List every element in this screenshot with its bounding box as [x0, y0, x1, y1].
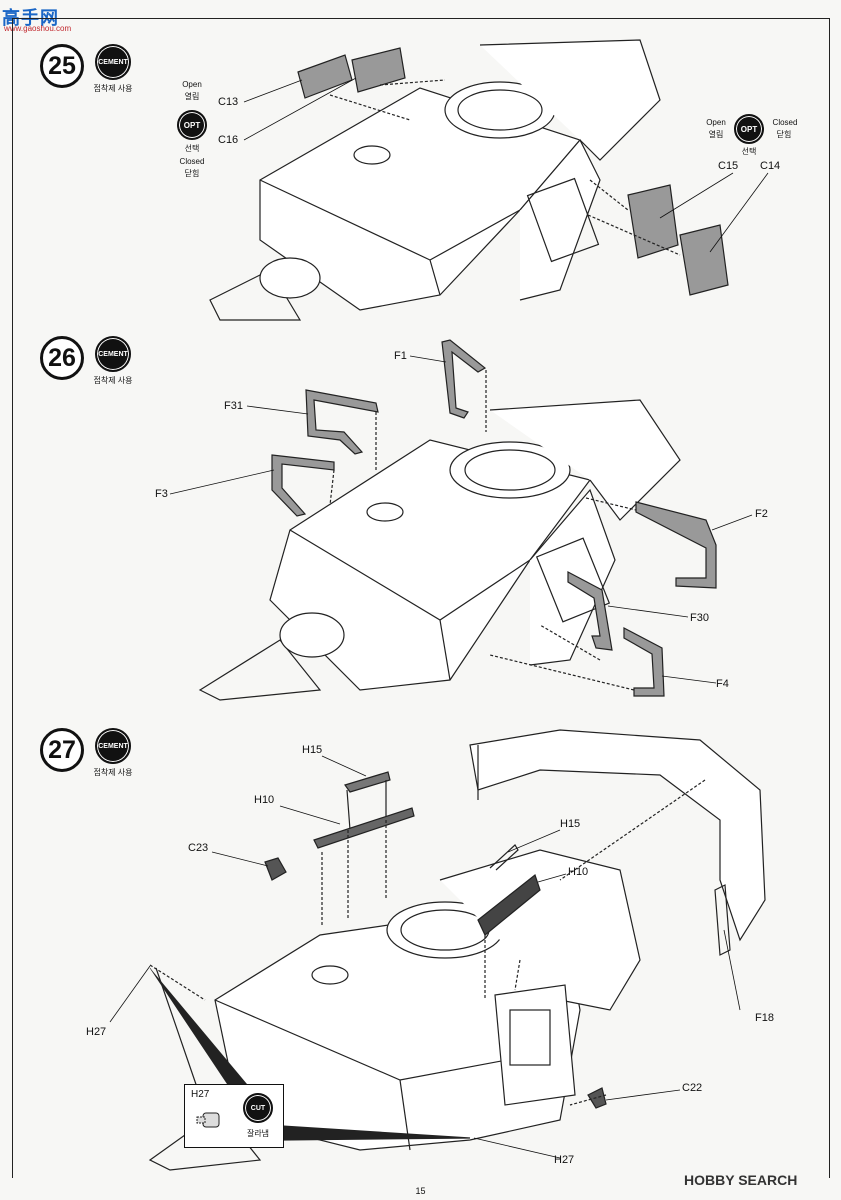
step-25-cement-caption: 접착제 사용 [93, 84, 133, 93]
step-26-cement-badge: CEMENT [95, 336, 131, 372]
step-27-drawing [148, 729, 766, 1171]
cut-caption: 잘라냄 [246, 1129, 270, 1138]
h27-part-icon [196, 1112, 220, 1128]
part-label-h15-a: H15 [302, 744, 323, 756]
step-25-number: 25 [40, 44, 84, 88]
frame-top [12, 18, 830, 19]
part-label-c14: C14 [760, 160, 781, 172]
frame-left [12, 18, 13, 1178]
part-label-h15-b: H15 [560, 818, 581, 830]
part-label-h27-a: H27 [86, 1026, 107, 1038]
step-25-opt-left-open-en: Open [182, 80, 202, 89]
part-label-c15: C15 [718, 160, 739, 172]
step-25-opt-right-closed-en: Closed [772, 118, 798, 127]
part-label-c16: C16 [218, 134, 239, 146]
step-25-opt-right-open-en: Open [706, 118, 726, 127]
site-url: www.gaoshou.com [4, 24, 72, 33]
part-label-h27-b: H27 [554, 1154, 575, 1166]
frame-right [829, 18, 830, 1178]
step-25-opt-left-badge: OPT [177, 110, 207, 140]
part-label-c22: C22 [682, 1082, 703, 1094]
step-27-number: 27 [40, 728, 84, 772]
step-25-cement-badge: CEMENT [95, 44, 131, 80]
page-number: 15 [415, 1186, 426, 1196]
step-25-opt-right-choice: 선택 [741, 147, 757, 156]
step-26-cement-caption: 접착제 사용 [93, 376, 133, 385]
step-25-opt-right-closed-ko: 닫힘 [776, 130, 792, 139]
part-label-f1: F1 [394, 350, 407, 362]
step-26-number: 26 [40, 336, 84, 380]
step-27-cement-badge: CEMENT [95, 728, 131, 764]
step-27-cement-caption: 접착제 사용 [93, 768, 133, 777]
watermark: HOBBY SEARCH [684, 1172, 798, 1188]
part-label-f31: F31 [224, 400, 243, 412]
step-25-opt-right-open-ko: 열림 [708, 130, 724, 139]
part-label-h10-b: H10 [568, 866, 589, 878]
leader-lines [109, 77, 769, 1159]
part-label-h10-a: H10 [254, 794, 275, 806]
part-label-f3: F3 [155, 488, 168, 500]
step-26-drawing [198, 339, 717, 701]
step-25-opt-left-closed-ko: 닫힘 [184, 169, 200, 178]
step-25-opt-right-badge: OPT [734, 114, 764, 144]
cut-callout-box: H27 CUT 잘라냄 [184, 1084, 284, 1148]
step-25-drawing [209, 39, 729, 321]
part-label-f4: F4 [716, 678, 729, 690]
cut-badge: CUT [243, 1093, 273, 1123]
part-label-c23: C23 [188, 842, 209, 854]
step-25-opt-left-open-ko: 열림 [184, 92, 200, 101]
part-label-f2: F2 [755, 508, 768, 520]
step-25-opt-left-choice: 선택 [184, 144, 200, 153]
cut-callout-part: H27 [191, 1089, 210, 1100]
part-label-f30: F30 [690, 612, 709, 624]
part-label-c13: C13 [218, 96, 239, 108]
step-25-opt-left-closed-en: Closed [179, 157, 205, 166]
part-label-f18: F18 [755, 1012, 774, 1024]
